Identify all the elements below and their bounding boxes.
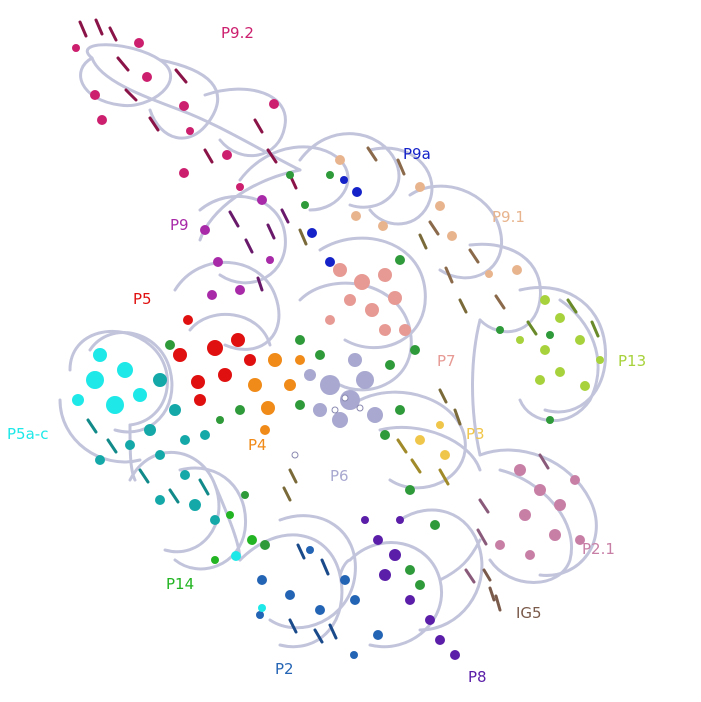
- label-p2: P2: [275, 660, 294, 678]
- p5a-c-helix-outer: [95, 373, 220, 525]
- label-p9a: P9a: [403, 145, 431, 163]
- label-p9-1: P9.1: [492, 208, 525, 226]
- label-p4: P4: [248, 436, 267, 454]
- p9-2-helix: [72, 38, 279, 191]
- p7-helix: [325, 263, 411, 336]
- label-p9-2: P9.2: [221, 24, 254, 42]
- label-ig5: IG5: [516, 604, 542, 622]
- label-p8: P8: [468, 668, 487, 686]
- label-p6: P6: [330, 467, 349, 485]
- label-p9: P9: [170, 216, 189, 234]
- p9-1-base-pairs: [366, 146, 506, 310]
- p3-base-pairs: [396, 438, 450, 486]
- label-p2-1: P2.1: [582, 540, 615, 558]
- p9a-helix: [307, 176, 362, 267]
- p13-helix: [516, 295, 604, 391]
- p9-base-pairs: [228, 208, 290, 292]
- p6-helix: [304, 353, 383, 428]
- p6-dot-detail: [291, 394, 364, 459]
- label-p14: P14: [166, 575, 195, 593]
- p5a-c-helix: [72, 348, 147, 414]
- p5a-c-base-pairs: [86, 418, 210, 504]
- p4-helix: [248, 353, 305, 435]
- p2-helix: [256, 546, 383, 659]
- p2-1-helix: [495, 464, 585, 560]
- p3-helix: [415, 421, 450, 460]
- label-p7: P7: [437, 352, 456, 370]
- p5-helix: [173, 315, 256, 406]
- label-p3: P3: [466, 425, 485, 443]
- p8-helix: [361, 516, 460, 660]
- brown-base-pairs: [282, 228, 468, 502]
- p13-base-pairs: [526, 298, 600, 338]
- p2-1-base-pairs: [464, 453, 550, 584]
- p2-base-pairs: [288, 543, 338, 644]
- label-p13: P13: [618, 352, 647, 370]
- p9-helix: [200, 195, 274, 300]
- green-base-cluster: [165, 171, 554, 590]
- p9-1-helix: [335, 155, 522, 278]
- p2-cyan-bases: [231, 551, 266, 612]
- backbone-trace: [58, 43, 608, 649]
- label-p5: P5: [133, 290, 152, 308]
- label-p5a-c: P5a-c: [7, 425, 49, 443]
- ig5-strand: [482, 568, 502, 612]
- p14-helix: [211, 511, 257, 564]
